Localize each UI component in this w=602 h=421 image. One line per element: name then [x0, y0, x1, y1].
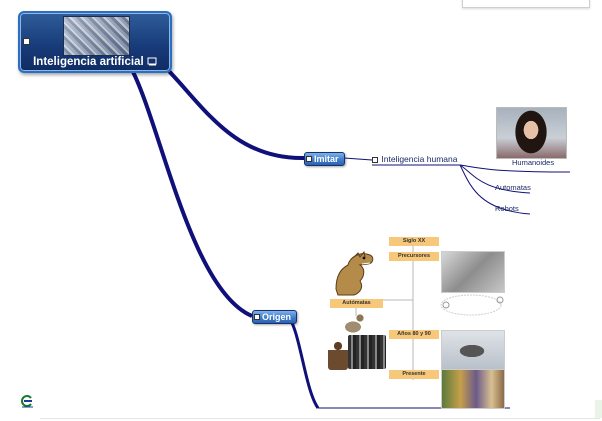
dinosaur-image: [335, 250, 374, 296]
humanoid-photo: [496, 107, 567, 159]
modern-robots-photo: [441, 369, 505, 409]
automaton-machine-image: [348, 335, 386, 369]
side-panel-edge: [595, 400, 602, 418]
hyperlink-icon[interactable]: [20, 394, 34, 408]
collapse-toggle[interactable]: [306, 156, 312, 162]
topic-origen-label: Origen: [262, 312, 292, 322]
timeline-presente[interactable]: Presente: [389, 370, 439, 379]
root-image: [63, 16, 130, 56]
topic-origen[interactable]: Origen: [252, 310, 298, 324]
root-topic[interactable]: Inteligencia artificial: [18, 11, 172, 73]
item-automatas[interactable]: Automatas: [495, 183, 531, 192]
root-label: Inteligencia artificial: [20, 56, 170, 68]
robot-dog-photo: [441, 330, 505, 370]
automaton-duck-image: [338, 311, 368, 337]
subtopic-inteligencia-humana[interactable]: Inteligencia humana: [372, 154, 457, 164]
item-robots[interactable]: Robots: [495, 204, 519, 213]
label-automatas[interactable]: Autómatas: [330, 299, 383, 308]
collapse-toggle[interactable]: [23, 38, 30, 45]
branch-origen-extension: [286, 315, 320, 409]
overlay-panel: [462, 0, 590, 8]
note-icon[interactable]: [147, 57, 157, 66]
timeline-anos-80-90[interactable]: Años 80 y 90: [389, 330, 439, 339]
item-humanoides[interactable]: Humanoides: [512, 158, 555, 167]
topic-imitar-label: Imitar: [314, 154, 339, 164]
timeline-siglo-xx[interactable]: Siglo XX: [389, 237, 439, 246]
automaton-doll-image: [328, 340, 348, 370]
timeline-precursores[interactable]: Precursores: [389, 252, 439, 261]
precursor-robot-photo: [441, 251, 505, 293]
branch-imitar-line: [158, 60, 306, 161]
bottom-scroll-edge: [40, 418, 600, 419]
collapse-toggle[interactable]: [372, 156, 378, 163]
collapse-toggle[interactable]: [254, 314, 260, 320]
branch-origen-line: [128, 65, 253, 318]
topic-imitar[interactable]: Imitar: [304, 152, 345, 166]
